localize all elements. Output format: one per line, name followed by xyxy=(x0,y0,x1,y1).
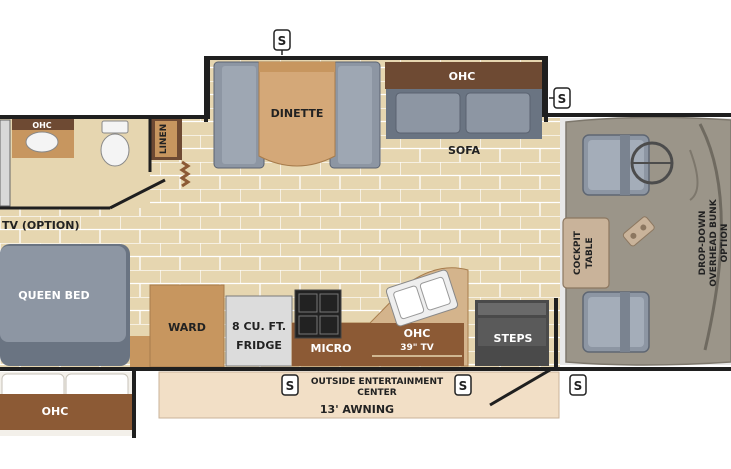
queen-bed xyxy=(0,244,130,366)
ohc-bottom-label: OHC xyxy=(42,405,69,418)
bunk-label-1: DROP-DOWN xyxy=(698,211,708,276)
ohc-tv-label-2: 39" TV xyxy=(400,343,433,353)
sofa xyxy=(386,89,542,139)
cockpit-table-label-1: COCKPIT xyxy=(573,230,583,275)
nightstand xyxy=(130,336,150,368)
slide-marker-bottom-3: S xyxy=(569,374,587,396)
slide-marker-bottom-2-letter: S xyxy=(459,379,468,393)
steps-label: STEPS xyxy=(494,332,533,345)
fridge-label-2: FRIDGE xyxy=(236,339,282,352)
cooktop-grates xyxy=(298,293,339,335)
micro-label: MICRO xyxy=(311,342,352,355)
ohc-bottom xyxy=(0,372,134,436)
slide-marker-top: S xyxy=(273,29,291,55)
slide-marker-bottom-1-letter: S xyxy=(286,379,295,393)
fridge-label-1: 8 CU. FT. xyxy=(232,320,286,333)
slide-marker-right-letter: S xyxy=(558,92,567,106)
wardrobe xyxy=(149,284,225,368)
bunk-label-2: OVERHEAD BUNK xyxy=(709,198,719,286)
awning-label: 13' AWNING xyxy=(320,403,394,416)
driver-seat xyxy=(582,134,650,196)
linen-label: LINEN xyxy=(159,124,169,154)
passenger-seat xyxy=(582,291,650,353)
slide-marker-bottom-2: S xyxy=(454,374,472,396)
ohc-tv-label-1: OHC xyxy=(404,327,431,340)
slide-marker-right: S xyxy=(549,87,571,109)
queen-bed-label: QUEEN BED xyxy=(18,289,89,302)
bunk-label-3: OPTION xyxy=(720,224,730,263)
slide-marker-top-letter: S xyxy=(278,34,287,48)
ohc-tv-cabinet xyxy=(370,323,464,366)
awning xyxy=(158,371,560,419)
slide-marker-bottom-3-letter: S xyxy=(574,379,583,393)
console xyxy=(622,216,655,247)
linen-closet xyxy=(150,118,182,160)
outside-entertainment-label-2: CENTER xyxy=(357,388,397,398)
toilet xyxy=(100,120,130,167)
ohc-top-label: OHC xyxy=(449,70,476,83)
sofa-label: SOFA xyxy=(448,144,481,157)
dinette-label: DINETTE xyxy=(271,107,324,120)
shower xyxy=(0,119,11,207)
ohc-bath-label: OHC xyxy=(32,121,51,130)
entry-door xyxy=(489,368,551,407)
walls xyxy=(0,56,731,438)
cockpit-table: COCKPIT TABLE xyxy=(562,217,610,289)
sink xyxy=(385,269,459,327)
slide-marker-bottom-1: S xyxy=(281,374,299,396)
fridge xyxy=(225,295,293,367)
cockpit-table-label-2: TABLE xyxy=(585,237,595,268)
entry-steps xyxy=(475,300,549,366)
ohc-top xyxy=(385,62,542,89)
ward-label: WARD xyxy=(168,321,206,334)
bathroom-ohc xyxy=(12,118,74,158)
dinette xyxy=(213,61,381,169)
dashboard xyxy=(698,123,723,351)
cooktop xyxy=(294,289,342,339)
outside-entertainment-label-1: OUTSIDE ENTERTAINMENT xyxy=(311,377,444,387)
tv-option-label: TV (OPTION) xyxy=(2,219,79,232)
